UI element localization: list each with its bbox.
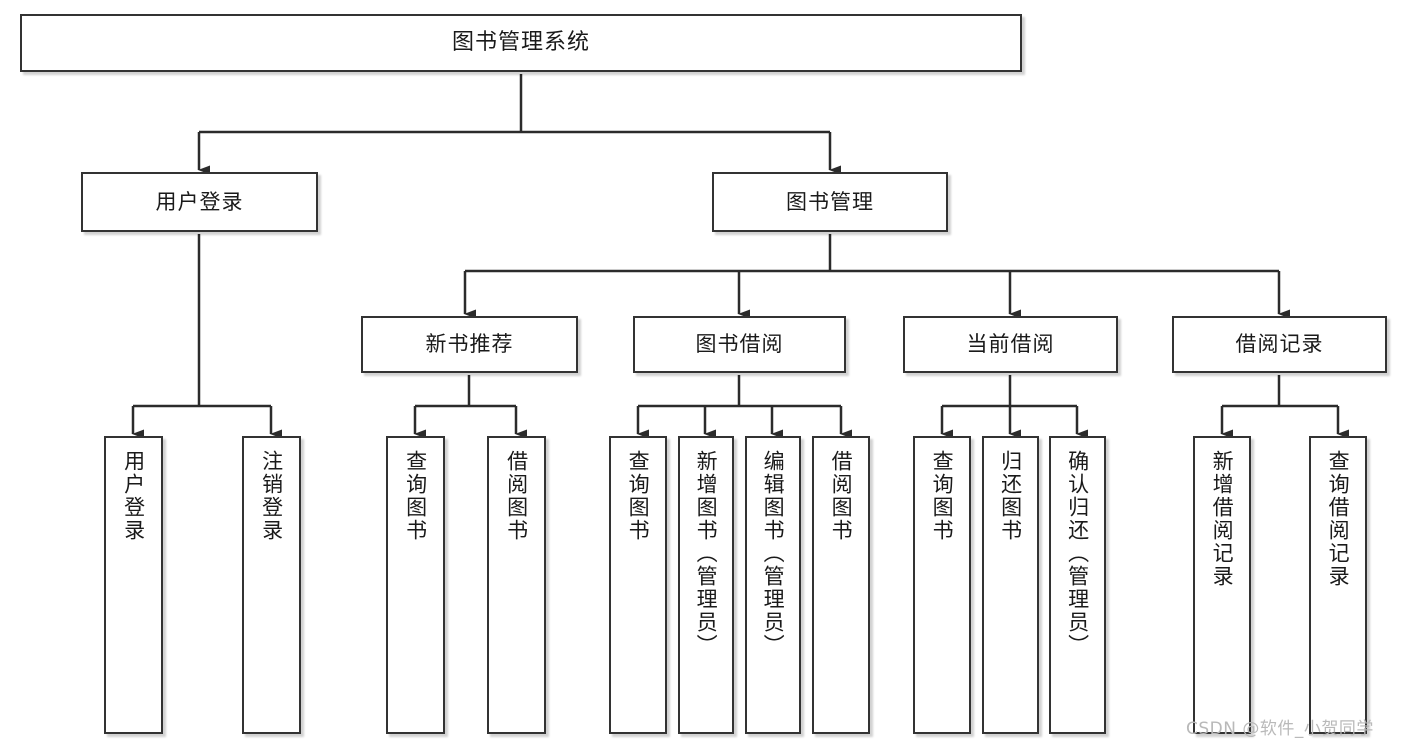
leaf-query-book-borrow[interactable]: 查询图书 bbox=[609, 436, 667, 734]
leaf-user-login[interactable]: 用户登录 bbox=[104, 436, 163, 734]
leaf-borrow-book[interactable]: 借阅图书 bbox=[812, 436, 870, 734]
leaf-return-book[interactable]: 归还图书 bbox=[982, 436, 1039, 734]
csdn-watermark: CSDN @软件_小贺同学 bbox=[1186, 719, 1374, 739]
node-label: 归还图书 bbox=[998, 450, 1023, 542]
node-label: 当前借阅 bbox=[966, 332, 1055, 357]
node-label: 查询图书 bbox=[403, 450, 428, 542]
node-book-management[interactable]: 图书管理 bbox=[712, 172, 948, 232]
leaf-edit-book-admin[interactable]: 编辑图书（管理员） bbox=[745, 436, 801, 734]
node-label: 用户登录 bbox=[155, 189, 244, 214]
node-label: 图书管理系统 bbox=[451, 30, 590, 56]
node-label: 注销登录 bbox=[259, 450, 284, 542]
node-label: 借阅图书 bbox=[504, 450, 529, 542]
node-label: 新增借阅记录 bbox=[1210, 450, 1235, 588]
node-label: 用户登录 bbox=[121, 450, 146, 542]
node-book-borrow[interactable]: 图书借阅 bbox=[633, 316, 846, 373]
leaf-query-borrow-record[interactable]: 查询借阅记录 bbox=[1309, 436, 1367, 734]
leaf-add-borrow-record[interactable]: 新增借阅记录 bbox=[1193, 436, 1251, 734]
node-root-system[interactable]: 图书管理系统 bbox=[20, 14, 1022, 72]
node-label: 图书管理 bbox=[786, 189, 874, 214]
leaf-add-book-admin[interactable]: 新增图书（管理员） bbox=[678, 436, 734, 734]
leaf-query-book-recommend[interactable]: 查询图书 bbox=[386, 436, 445, 734]
node-current-borrow[interactable]: 当前借阅 bbox=[903, 316, 1118, 373]
node-label: 借阅图书 bbox=[829, 450, 854, 542]
node-label: 图书借阅 bbox=[695, 332, 784, 357]
leaf-confirm-return-admin[interactable]: 确认归还（管理员） bbox=[1049, 436, 1106, 734]
node-label: 编辑图书（管理员） bbox=[761, 450, 786, 657]
node-label: 确认归还（管理员） bbox=[1065, 450, 1090, 657]
node-label: 新增图书（管理员） bbox=[694, 450, 719, 657]
node-borrow-record[interactable]: 借阅记录 bbox=[1172, 316, 1387, 373]
node-label: 新书推荐 bbox=[425, 332, 514, 357]
node-user-login[interactable]: 用户登录 bbox=[81, 172, 318, 232]
leaf-logout[interactable]: 注销登录 bbox=[242, 436, 301, 734]
leaf-query-book-current[interactable]: 查询图书 bbox=[913, 436, 971, 734]
node-label: 查询图书 bbox=[930, 450, 955, 542]
node-label: 查询借阅记录 bbox=[1326, 450, 1351, 588]
leaf-borrow-book-recommend[interactable]: 借阅图书 bbox=[487, 436, 546, 734]
node-label: 借阅记录 bbox=[1235, 332, 1324, 357]
node-new-book-recommend[interactable]: 新书推荐 bbox=[361, 316, 578, 373]
node-label: 查询图书 bbox=[626, 450, 651, 542]
